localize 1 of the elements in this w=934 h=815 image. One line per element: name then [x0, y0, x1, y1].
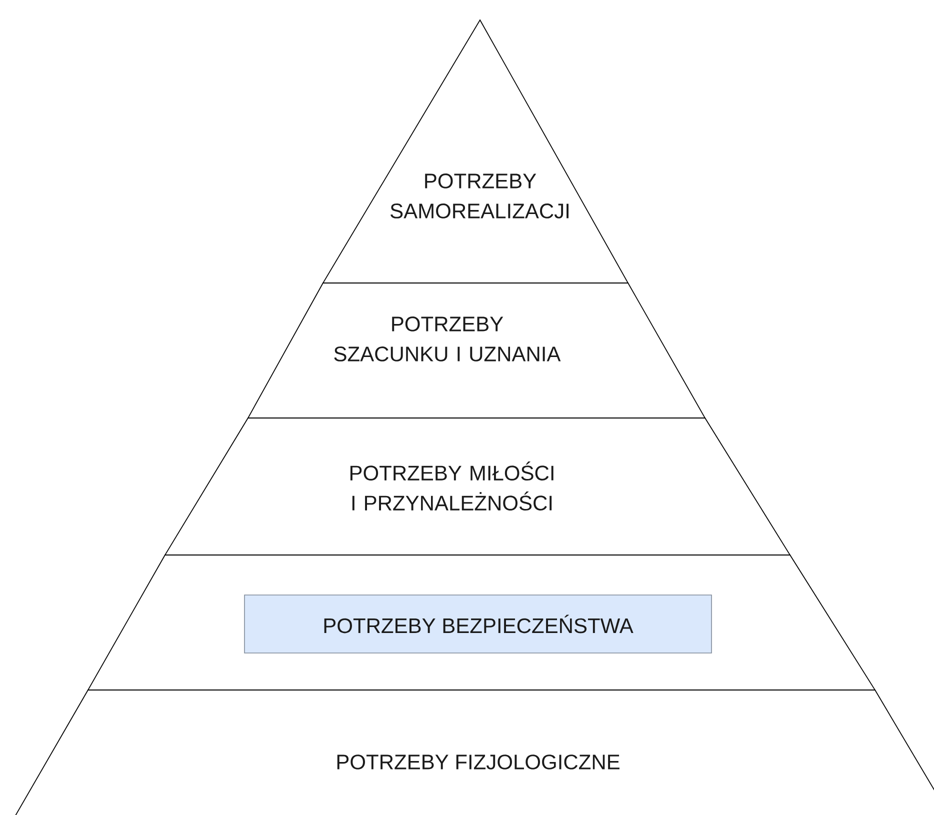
text-box: POTRZEBY BEZPIECZEŃSTWA: [244, 594, 712, 654]
